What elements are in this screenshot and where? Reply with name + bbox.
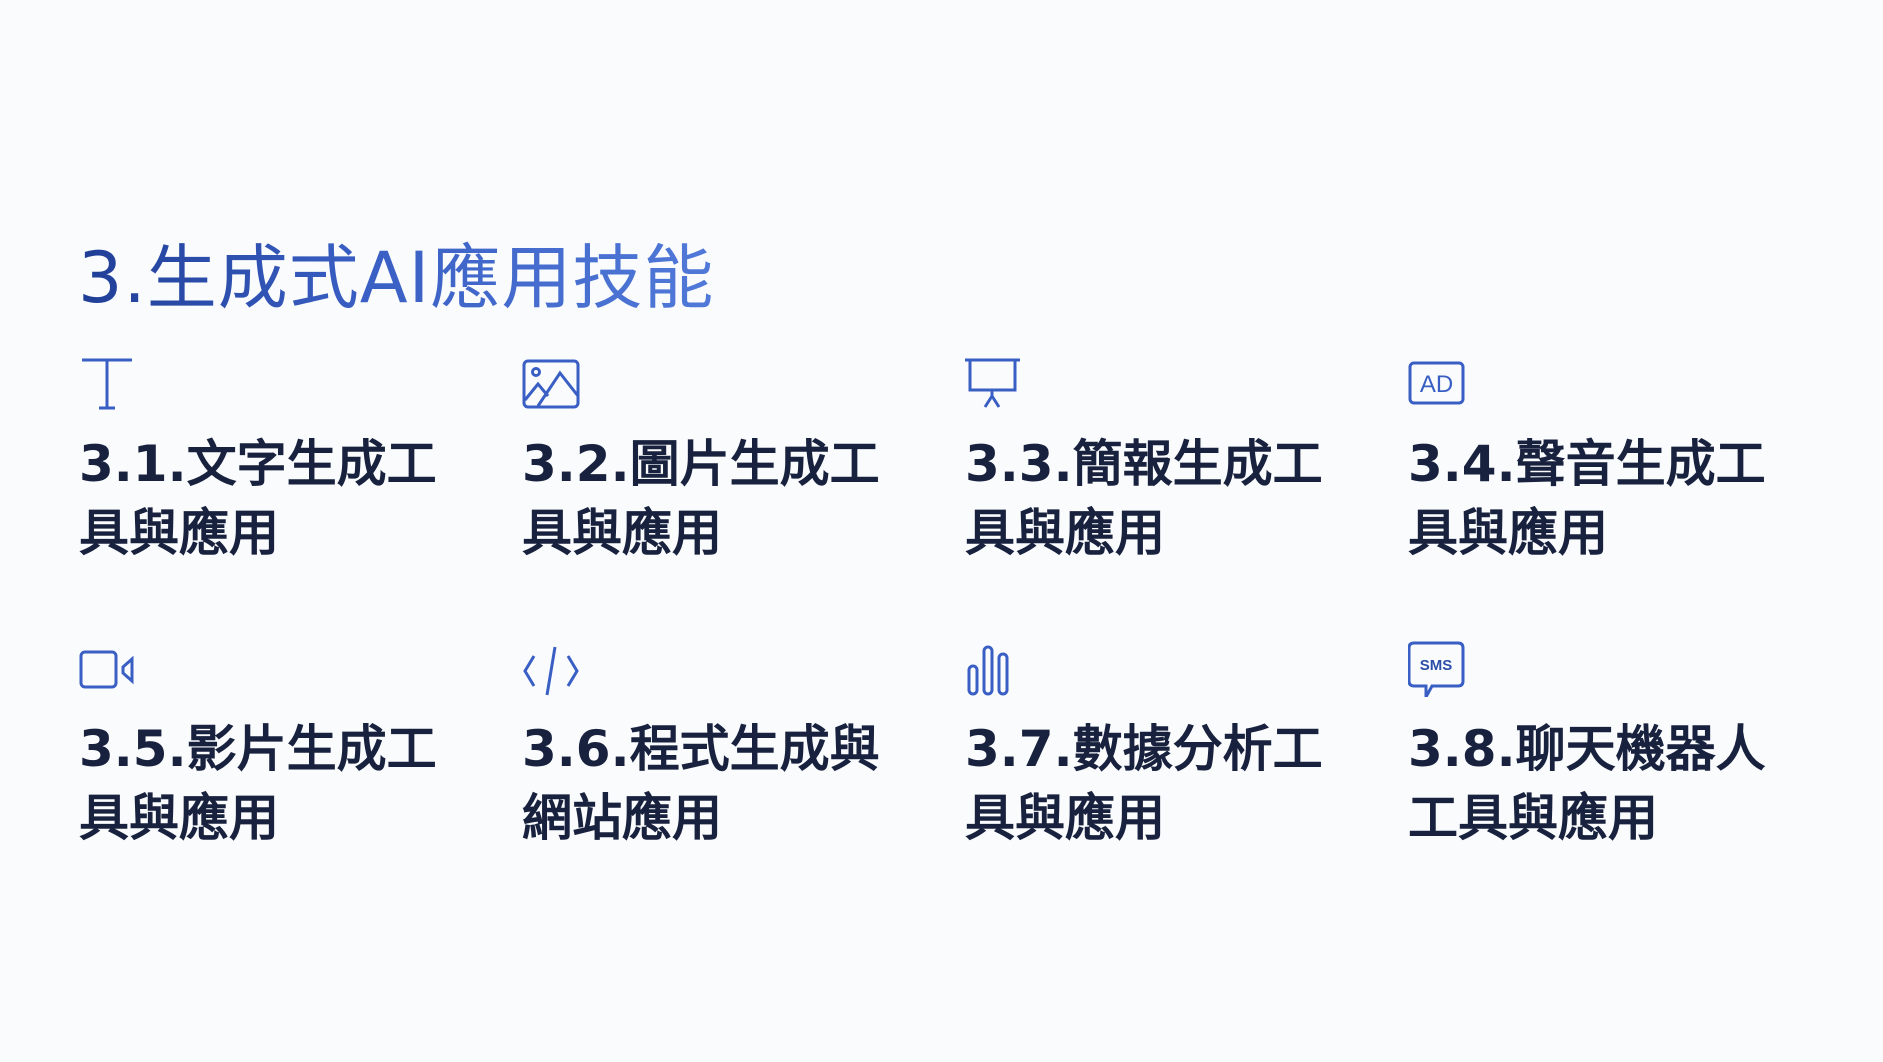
card-title-line2: 工具與應用 — [1408, 789, 1658, 847]
card-title-line1: 3.3.簡報生成工 — [965, 435, 1323, 493]
card-title-line2: 具與應用 — [965, 504, 1165, 562]
card-video-generation: 3.5.影片生成工具與應用 — [79, 641, 499, 853]
card-title-line1: 3.1.文字生成工 — [79, 435, 437, 493]
video-icon — [79, 641, 139, 697]
card-title-line2: 具與應用 — [1408, 504, 1608, 562]
text-icon — [79, 356, 139, 412]
bar-chart-icon — [965, 641, 1025, 697]
card-data-analysis: 3.7.數據分析工具與應用 — [965, 641, 1385, 853]
svg-text:AD: AD — [1420, 371, 1453, 398]
card-presentation-generation: 3.3.簡報生成工具與應用 — [965, 356, 1385, 568]
image-icon — [522, 356, 582, 412]
card-chatbot: SMS 3.8.聊天機器人工具與應用 — [1407, 641, 1828, 853]
svg-text:SMS: SMS — [1420, 657, 1453, 674]
sms-icon: SMS — [1407, 641, 1468, 698]
card-title-line1: 3.6.程式生成與 — [522, 720, 880, 778]
card-title-line1: 3.2.圖片生成工 — [522, 435, 880, 493]
card-title-line1: 3.8.聊天機器人 — [1408, 720, 1766, 778]
card-title-line2: 具與應用 — [965, 789, 1165, 847]
page-title: 3.生成式AI應用技能 — [78, 222, 714, 323]
card-text-generation: 3.1.文字生成工具與應用 — [79, 356, 499, 568]
card-code-generation: 3.6.程式生成與網站應用 — [522, 641, 942, 853]
card-title-line2: 具與應用 — [522, 504, 722, 562]
ad-icon: AD — [1408, 356, 1468, 412]
card-title-line2: 網站應用 — [522, 789, 722, 847]
presentation-icon — [965, 356, 1025, 412]
card-title-line1: 3.7.數據分析工 — [965, 720, 1323, 778]
card-audio-generation: AD 3.4.聲音生成工具與應用 — [1408, 356, 1828, 568]
card-image-generation: 3.2.圖片生成工具與應用 — [522, 356, 942, 568]
code-icon — [522, 641, 582, 697]
card-title-line2: 具與應用 — [79, 504, 279, 562]
card-title-line2: 具與應用 — [79, 789, 279, 847]
card-title-line1: 3.5.影片生成工 — [79, 720, 437, 778]
card-title-line1: 3.4.聲音生成工 — [1408, 435, 1766, 493]
